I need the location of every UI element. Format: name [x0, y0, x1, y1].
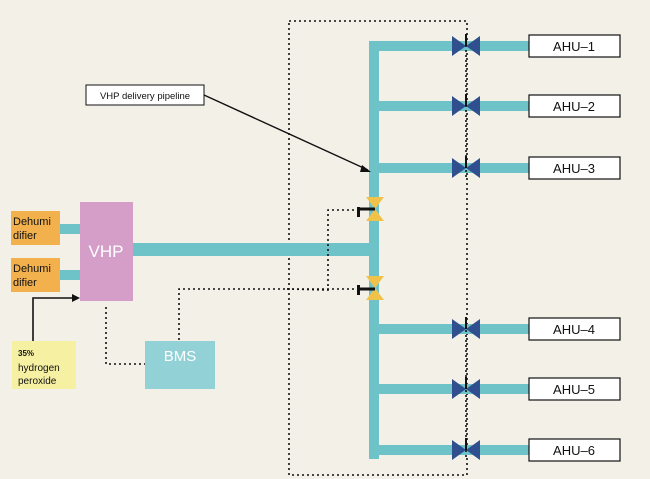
pipeline-callout: VHP delivery pipeline — [85, 84, 371, 172]
ahu-5-label: AHU–5 — [553, 382, 595, 397]
peroxide-feed-arrowhead — [72, 294, 80, 302]
dehumidifier-2-label-line-2: difier — [13, 277, 37, 289]
peroxide-box — [12, 341, 76, 389]
ahu-4-box — [528, 317, 621, 341]
branch-pipe-ahu-5 — [369, 384, 529, 394]
vhp-bms-link — [105, 307, 145, 365]
dehumidifier-2-box — [11, 258, 60, 292]
dehumidifier-pipe-2 — [60, 270, 82, 280]
branch-pipe-ahu-6 — [369, 445, 529, 455]
branch-pipe-ahu-2 — [369, 101, 529, 111]
ahu-unit-2: AHU–2 — [528, 94, 621, 118]
ahu-valve-1 — [452, 34, 480, 56]
dehumidifier-1: Dehumi difier — [11, 211, 60, 245]
dehumidifier-1-box — [11, 211, 60, 245]
vhp-generator: VHP — [80, 202, 133, 301]
ahu-2-box — [528, 94, 621, 118]
bms-label: BMS — [164, 348, 197, 365]
dehumidifier-pipe-1 — [60, 224, 82, 234]
ahu-unit-5: AHU–5 — [528, 377, 621, 401]
vhp-box — [80, 202, 133, 301]
ahu-unit-6: AHU–6 — [528, 438, 621, 462]
ahu-3-label: AHU–3 — [553, 161, 595, 176]
ahu-valve-6 — [452, 438, 480, 460]
ahu-valve-4 — [452, 317, 480, 339]
ahu-4-label: AHU–4 — [553, 322, 595, 337]
peroxide-supply: 35% hydrogen peroxide — [12, 294, 80, 389]
callout-label: VHP delivery pipeline — [100, 91, 190, 102]
pipe-network — [60, 41, 529, 459]
branch-pipe-ahu-3 — [369, 163, 529, 173]
callout-arrowhead — [360, 165, 371, 172]
dehumidifier-2: Dehumi difier — [11, 258, 60, 292]
bms-unit: BMS — [145, 341, 215, 389]
ahu-unit-3: AHU–3 — [528, 156, 621, 180]
ahu-unit-4: AHU–4 — [528, 317, 621, 341]
ahu-1-box — [528, 34, 621, 58]
peroxide-label-line-3: peroxide — [18, 376, 57, 387]
peroxide-label-line-2: hydrogen — [18, 363, 60, 374]
branch-pipe-ahu-1 — [369, 41, 529, 51]
peroxide-feed-line — [32, 297, 78, 341]
ahu-1-label: AHU–1 — [553, 39, 595, 54]
ahu-3-box — [528, 156, 621, 180]
ahu-unit-1: AHU–1 — [528, 34, 621, 58]
dehumidifier-2-label-line-1: Dehumi — [13, 263, 51, 275]
ahu-valve-5 — [452, 377, 480, 399]
control-wiring — [105, 40, 467, 460]
ahu-6-box — [528, 438, 621, 462]
vhp-label: VHP — [89, 242, 124, 261]
bms-box — [145, 341, 215, 389]
bms-control-link — [178, 288, 287, 340]
dehumidifier-1-label-line-2: difier — [13, 230, 37, 242]
peroxide-label-line-1: 35% — [18, 349, 34, 358]
ahu-5-box — [528, 377, 621, 401]
ahu-6-label: AHU–6 — [553, 443, 595, 458]
branch-pipe-ahu-4 — [369, 324, 529, 334]
ahu-valve-3 — [452, 156, 480, 178]
dehumidifier-1-label-line-1: Dehumi — [13, 216, 51, 228]
main-valve-lower — [357, 276, 384, 300]
callout-leader — [203, 94, 369, 171]
ahu-valve-2 — [452, 94, 480, 116]
vhp-main-pipe — [133, 243, 379, 256]
main-valve-upper — [357, 197, 384, 221]
ahu-2-label: AHU–2 — [553, 99, 595, 114]
